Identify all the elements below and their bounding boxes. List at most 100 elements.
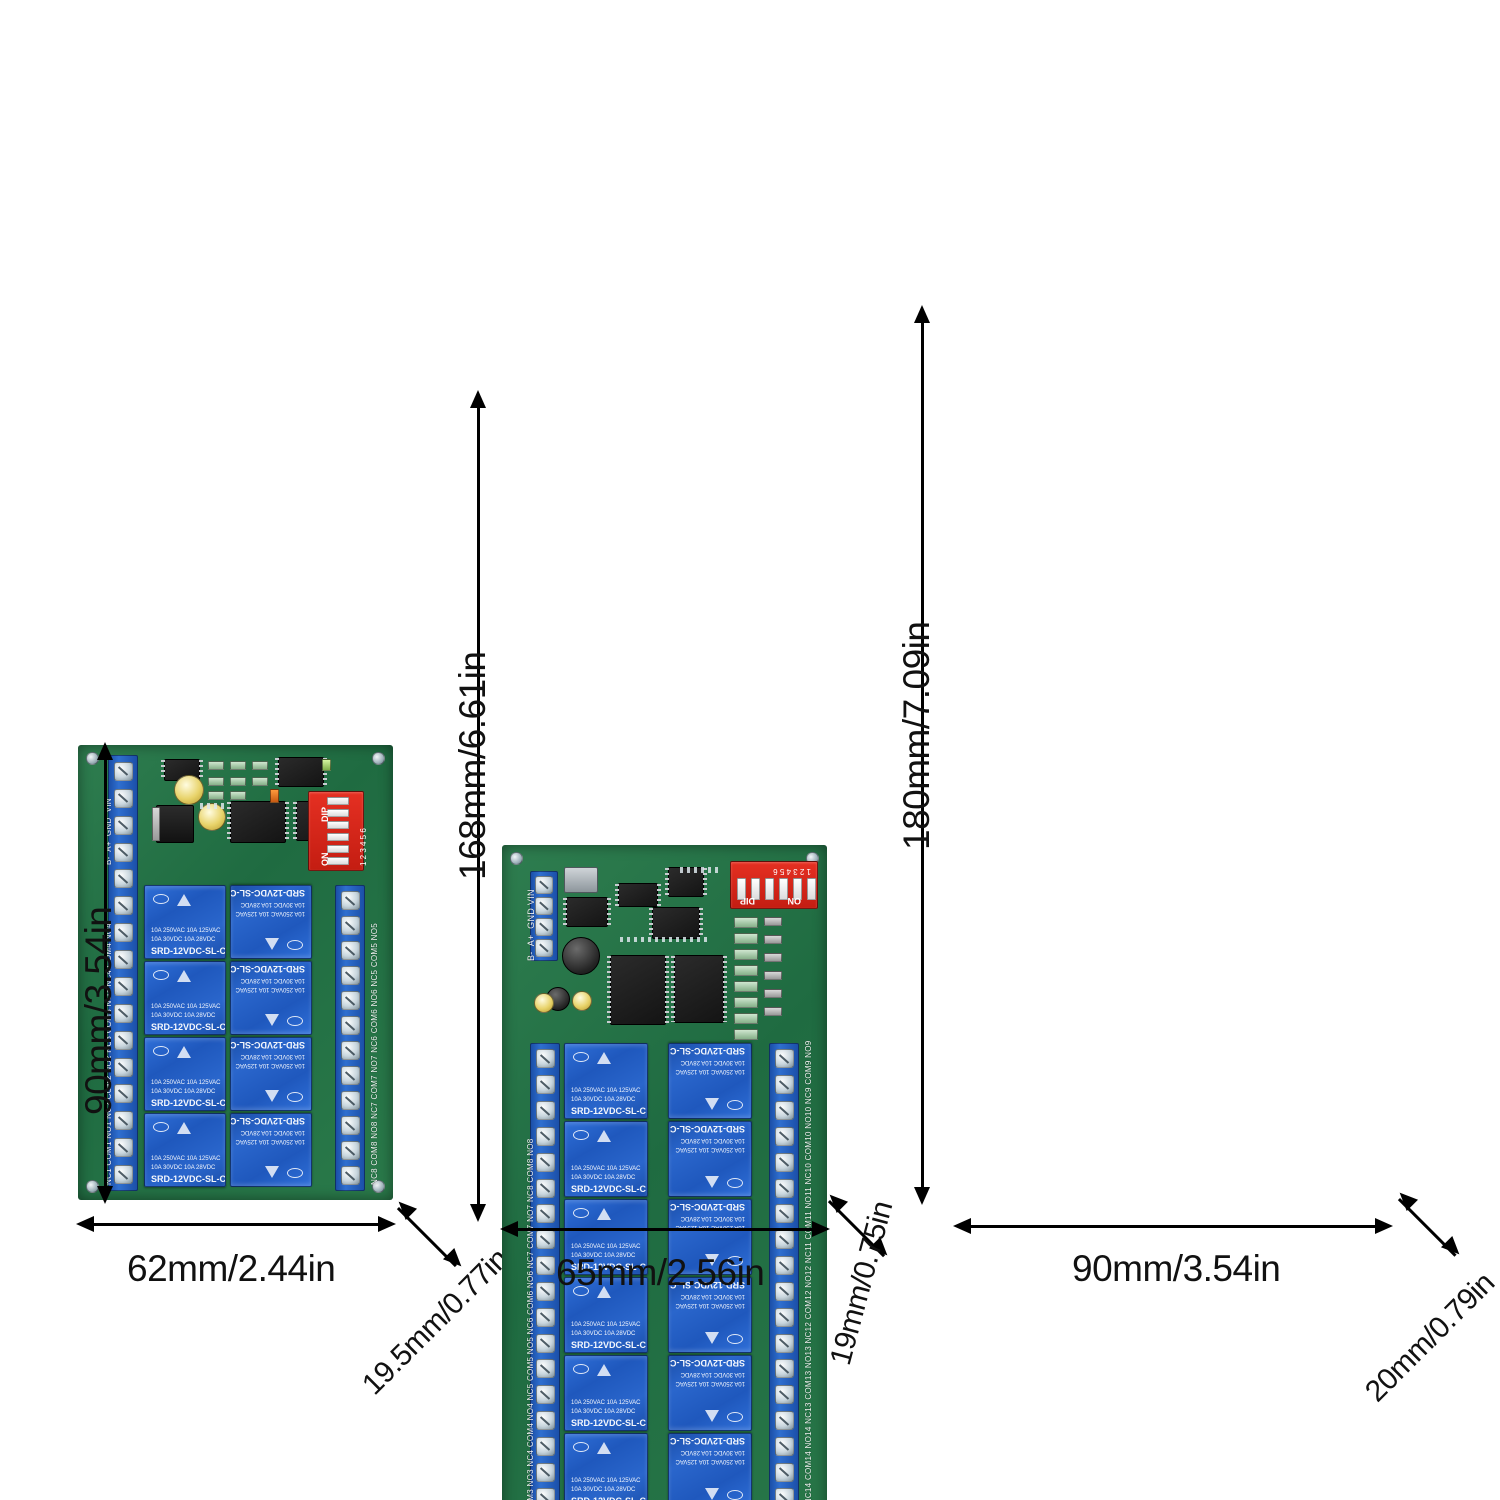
relay-cert-mark [573, 1442, 589, 1452]
terminal-screw[interactable] [113, 1003, 133, 1023]
terminal-screw[interactable] [535, 1152, 555, 1172]
terminal-screw[interactable] [340, 1116, 360, 1135]
relay-rating: 10A 250VAC 10A 125VAC [571, 1166, 641, 1172]
terminal-screw[interactable] [340, 916, 360, 935]
relay: 10A 250VAC 10A 125VAC 10A 30VDC 10A 28VD… [564, 1355, 648, 1431]
power-terminal-block[interactable] [530, 871, 558, 961]
terminal-screw[interactable] [774, 1230, 794, 1250]
relay-warning-mark [177, 1046, 191, 1058]
terminal-screw[interactable] [535, 1256, 555, 1276]
terminal-screw[interactable] [113, 761, 133, 781]
dip-slider[interactable] [327, 833, 349, 841]
dip-slider[interactable] [327, 857, 349, 865]
terminal-screw[interactable] [113, 1030, 133, 1050]
terminal-screw[interactable] [340, 966, 360, 985]
pad-row [680, 867, 720, 873]
terminal-screw[interactable] [535, 875, 553, 894]
terminal-screw[interactable] [774, 1281, 794, 1301]
terminal-strip-right[interactable] [335, 885, 365, 1191]
terminal-screw[interactable] [535, 1075, 555, 1095]
dip-slider[interactable] [807, 878, 816, 900]
terminal-screw[interactable] [340, 1141, 360, 1160]
arrow-head [914, 1187, 930, 1205]
terminal-screw[interactable] [535, 1385, 555, 1405]
terminal-screw[interactable] [113, 788, 133, 808]
terminal-screw[interactable] [340, 1166, 360, 1185]
terminal-screw[interactable] [774, 1204, 794, 1224]
terminal-screw[interactable] [774, 1307, 794, 1327]
dip-slider[interactable] [751, 878, 760, 900]
terminal-screw[interactable] [535, 1204, 555, 1224]
terminal-strip-right[interactable] [769, 1043, 799, 1500]
terminal-screw[interactable] [340, 991, 360, 1010]
terminal-screw[interactable] [113, 923, 133, 943]
terminal-screw[interactable] [774, 1359, 794, 1379]
terminal-screw[interactable] [535, 1178, 555, 1198]
arrow-head [914, 305, 930, 323]
dip-slider[interactable] [327, 809, 349, 817]
relay-rating: 10A 250VAC 10A 125VAC [675, 1380, 746, 1386]
terminal-screw[interactable] [774, 1385, 794, 1405]
terminal-screw[interactable] [340, 941, 360, 960]
dip-slider[interactable] [779, 878, 788, 900]
terminal-screw[interactable] [535, 938, 553, 957]
terminal-screw[interactable] [535, 1126, 555, 1146]
terminal-screw[interactable] [113, 1057, 133, 1077]
terminal-screw[interactable] [535, 1462, 555, 1482]
dip-slider[interactable] [327, 821, 349, 829]
terminal-strip-left[interactable] [530, 1043, 560, 1500]
terminal-screw[interactable] [113, 842, 133, 862]
terminal-screw[interactable] [535, 917, 553, 936]
dip-slider[interactable] [765, 878, 774, 900]
terminal-screw[interactable] [774, 1178, 794, 1198]
terminal-screw[interactable] [535, 1436, 555, 1456]
terminal-screw[interactable] [535, 1411, 555, 1430]
terminal-screw[interactable] [774, 1049, 794, 1069]
terminal-screw[interactable] [340, 1066, 360, 1085]
terminal-screw[interactable] [113, 1111, 133, 1131]
dip-slider[interactable] [327, 845, 349, 853]
capacitor [174, 775, 204, 805]
terminal-screw[interactable] [774, 1333, 794, 1353]
dip-switch[interactable]: ON DIP 1 2 3 4 5 6 [308, 791, 368, 871]
terminal-screw[interactable] [535, 1281, 555, 1301]
terminal-screw[interactable] [535, 1333, 555, 1353]
terminal-screw[interactable] [774, 1075, 794, 1095]
terminal-strip-left[interactable] [108, 755, 138, 1191]
arrow-head [392, 1195, 418, 1221]
terminal-screw[interactable] [113, 869, 133, 889]
terminal-screw[interactable] [774, 1152, 794, 1172]
terminal-screw[interactable] [113, 815, 133, 835]
dip-slider[interactable] [793, 878, 802, 900]
terminal-screw[interactable] [113, 950, 133, 970]
led-indicator [270, 789, 279, 803]
usb-connector[interactable] [564, 867, 598, 893]
terminal-screw[interactable] [774, 1126, 794, 1146]
terminal-screw[interactable] [774, 1411, 794, 1430]
terminal-screw[interactable] [113, 976, 133, 996]
relay-part-number: SRD-12VDC-SL-C [571, 1262, 647, 1272]
terminal-screw[interactable] [113, 1084, 133, 1104]
terminal-screw[interactable] [340, 1041, 360, 1060]
terminal-screw[interactable] [535, 1307, 555, 1327]
terminal-screw[interactable] [774, 1462, 794, 1482]
dip-switch[interactable]: ON DIP 1 2 3 4 5 6 [730, 861, 818, 909]
terminal-screw[interactable] [535, 1101, 555, 1121]
terminal-screw[interactable] [113, 1165, 133, 1185]
dip-slider[interactable] [737, 878, 746, 900]
terminal-screw[interactable] [774, 1101, 794, 1121]
terminal-screw[interactable] [340, 891, 360, 910]
terminal-screw[interactable] [340, 1016, 360, 1035]
terminal-screw[interactable] [113, 1138, 133, 1158]
dip-slider[interactable] [327, 797, 349, 805]
terminal-screw[interactable] [535, 1359, 555, 1379]
terminal-screw[interactable] [535, 1488, 555, 1500]
terminal-screw[interactable] [535, 1049, 555, 1069]
terminal-screw[interactable] [113, 896, 133, 916]
terminal-screw[interactable] [340, 1091, 360, 1110]
terminal-screw[interactable] [774, 1488, 794, 1500]
terminal-screw[interactable] [535, 896, 553, 915]
terminal-screw[interactable] [774, 1436, 794, 1456]
terminal-screw[interactable] [774, 1256, 794, 1276]
terminal-screw[interactable] [535, 1230, 555, 1250]
